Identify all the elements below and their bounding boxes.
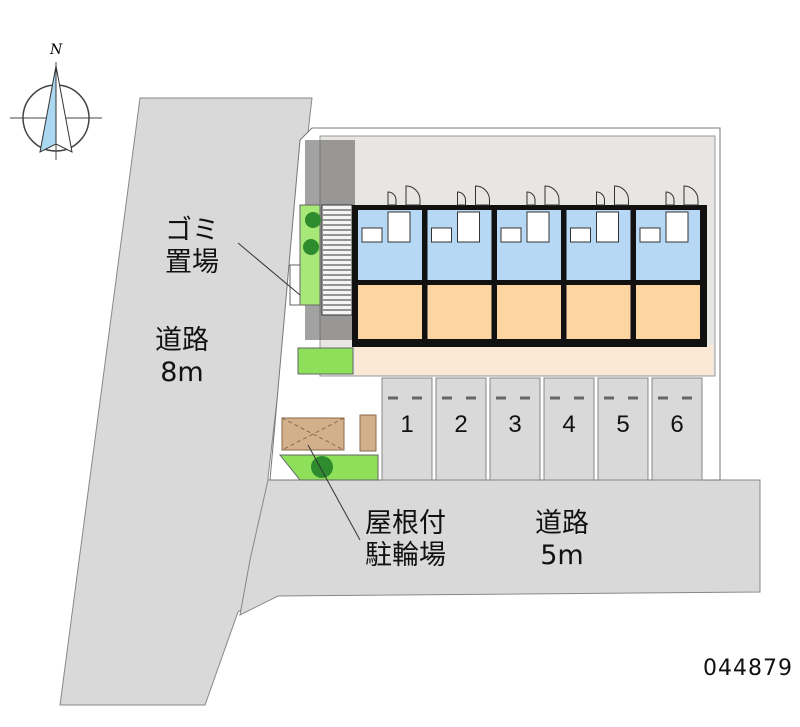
apartment-unit [566,185,631,339]
bicycle-line1: 屋根付 [365,508,446,539]
leader-line [237,242,301,296]
leader-line [307,444,361,541]
road-south-label: 道路 5m [535,508,589,572]
tree-icon [311,456,333,478]
parking-number: 3 [508,411,521,438]
property-code: 044879 [703,656,793,681]
apartment-unit [358,185,422,339]
parking-number: 1 [400,411,413,438]
planting-west [297,347,354,375]
parking-space-4: 4 [543,377,595,481]
road-south-line2: 5m [540,540,584,571]
road-west [59,97,313,706]
apartment-unit [497,185,561,339]
parking-space-2: 2 [435,377,487,481]
compass-icon [10,62,102,160]
apartment-unit [636,185,700,339]
parking-space-1: 1 [381,377,433,481]
apartment-unit [427,185,492,339]
bicycle-parking-label: 屋根付 駐輪場 [365,508,446,572]
north-label: N [49,42,63,58]
tree-icon [303,239,319,255]
road-west-line1: 道路 [155,325,209,356]
parking-space-5: 5 [597,377,649,481]
road-west-label: 道路 8m [155,325,209,389]
tree-icon [305,212,321,228]
parking-number: 5 [616,411,629,438]
garbage-label: ゴミ 置場 [165,215,219,279]
road-south-line1: 道路 [535,508,589,539]
parking-number: 6 [670,411,683,438]
bicycle-line2: 駐輪場 [365,540,446,571]
walkway [355,345,713,375]
garbage-label-line1: ゴミ [165,215,219,246]
parking-space-6: 6 [651,377,703,481]
planting-north [299,204,321,306]
road-west-line2: 8m [160,357,204,388]
parking-space-3: 3 [489,377,541,481]
road-south [239,479,761,616]
parking-number: 4 [562,411,575,438]
parking-number: 2 [454,411,467,438]
garbage-label-line2: 置場 [165,247,219,278]
